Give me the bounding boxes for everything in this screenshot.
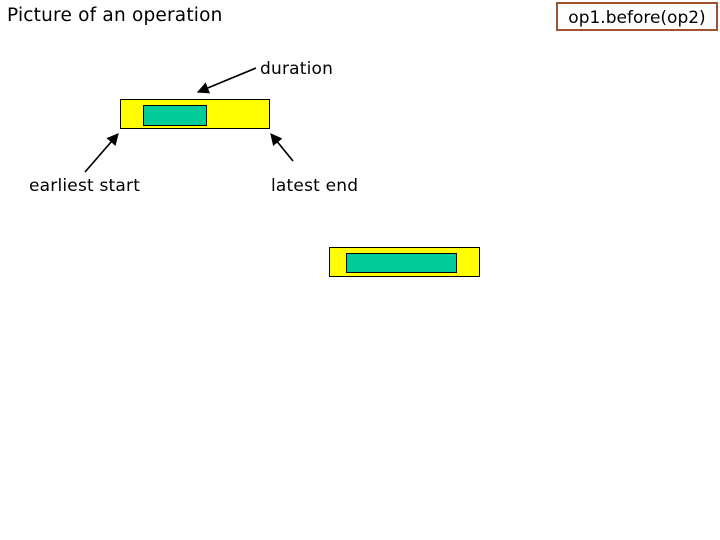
label-earliest-start: earliest start	[29, 176, 141, 196]
relation-callout-box: op1.before(op2)	[556, 2, 718, 31]
earliest-start-arrow	[84, 133, 119, 173]
label-latest-end: latest end	[271, 176, 359, 196]
operation-duration-block-op2	[346, 253, 457, 273]
label-duration: duration	[260, 59, 334, 79]
operation-duration-block-op1	[143, 105, 207, 126]
latest-end-arrow	[270, 133, 294, 162]
relation-callout-label: op1.before(op2)	[568, 8, 706, 28]
duration-arrow	[196, 67, 257, 94]
page-title: Picture of an operation	[7, 5, 223, 26]
